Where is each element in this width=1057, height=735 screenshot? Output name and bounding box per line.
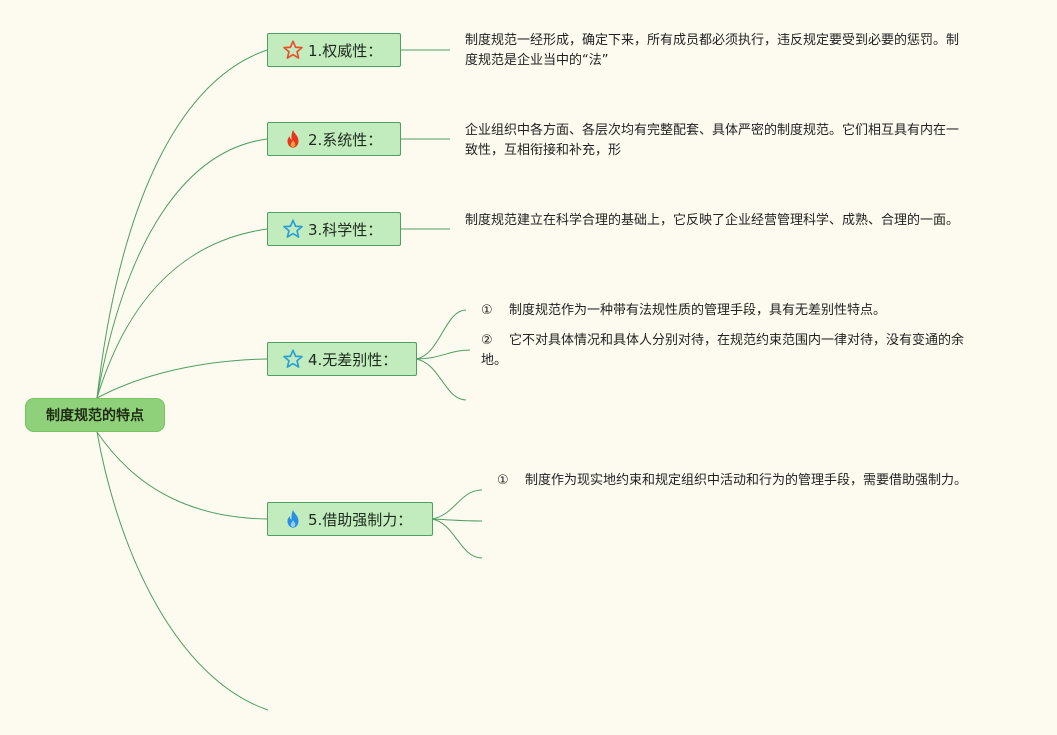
connector-root-branch-5 [96, 431, 268, 520]
item-number: ① [497, 473, 509, 488]
flame-icon [282, 128, 304, 150]
branch-label: 1.权威性： [308, 41, 383, 60]
item-text: 它不对具体情况和具体人分别对待，在规范约束范围内一律对待，没有变通的余地。 [481, 333, 965, 368]
branch-coercive[interactable]: 5.借助强制力： [267, 502, 433, 536]
branch-systematic-description: 企业组织中各方面、各层次均有完整配套、具体严密的制度规范。它们相互具有内在一致性… [465, 123, 960, 158]
branch-indiscriminate[interactable]: 4.无差别性： [267, 342, 417, 376]
list-item: ① 制度规范作为一种带有法规性质的管理手段，具有无差别性特点。 [481, 301, 981, 321]
item-text: 制度作为现实地约束和规定组织中活动和行为的管理手段，需要借助强制力。 [525, 473, 968, 488]
root-topic-label: 制度规范的特点 [46, 408, 144, 424]
star-outline-icon [282, 39, 304, 61]
branch-label: 2.系统性： [308, 130, 383, 149]
connector-branch-5-empty-1 [431, 518, 483, 522]
item-number: ① [481, 303, 493, 318]
branch-authority[interactable]: 1.权威性： [267, 33, 401, 67]
connector-root-branch-2 [96, 138, 268, 399]
item-text: 制度规范作为一种带有法规性质的管理手段，具有无差别性特点。 [509, 303, 887, 318]
branch-label: 5.借助强制力： [308, 510, 413, 529]
connector-branch-5-item-1 [431, 489, 483, 520]
connector-root-branch-1 [96, 49, 268, 399]
connector-branch-5-empty-2 [431, 518, 483, 559]
connector-root-branch-3 [96, 228, 268, 399]
root-topic[interactable]: 制度规范的特点 [25, 398, 165, 432]
star-outline-icon [282, 218, 304, 240]
connector-branch-4-item-2 [415, 349, 471, 360]
branch-scientific[interactable]: 3.科学性： [267, 212, 401, 246]
branch-label: 4.无差别性： [308, 350, 398, 369]
connector-root-branch-4 [96, 358, 268, 399]
branch-label: 3.科学性： [308, 220, 383, 239]
branch-authority-description: 制度规范一经形成，确定下来，所有成员都必须执行，违反规定要受到必要的惩罚。制度规… [465, 33, 960, 68]
connector-branch-4-item-1 [415, 309, 467, 360]
connector-root-branch-6 [96, 431, 269, 711]
item-number: ② [481, 333, 493, 348]
star-outline-icon [282, 348, 304, 370]
list-item: ① 制度作为现实地约束和规定组织中活动和行为的管理手段，需要借助强制力。 [497, 471, 982, 491]
connector-branch-4-empty [415, 358, 467, 401]
branch-scientific-description: 制度规范建立在科学合理的基础上，它反映了企业经营管理科学、成熟、合理的一面。 [465, 213, 960, 228]
flame-icon [282, 508, 304, 530]
branch-systematic[interactable]: 2.系统性： [267, 122, 401, 156]
